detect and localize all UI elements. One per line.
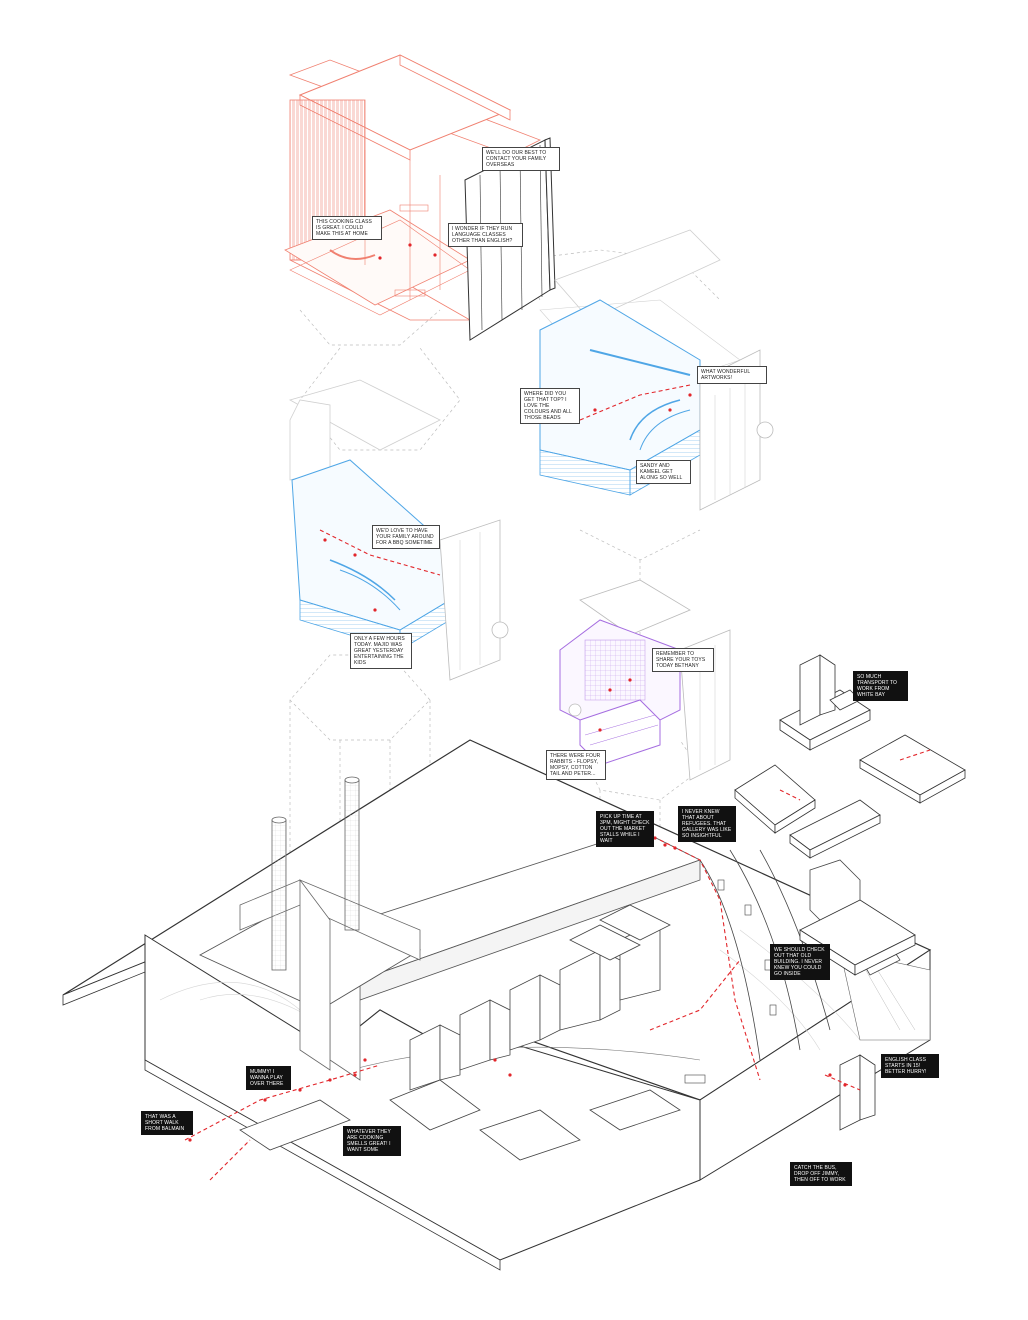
callout-refugees: I NEVER KNEW THAT ABOUT REFUGEES. THAT G…: [678, 806, 736, 842]
callout-bbq: WE'D LOVE TO HAVE YOUR FAMILY AROUND FOR…: [372, 525, 440, 549]
callout-beads-top: WHERE DID YOU GET THAT TOP? I LOVE THE C…: [520, 388, 580, 424]
vignette-plot-b: [734, 764, 816, 834]
callout-cooking-class: THIS COOKING CLASS IS GREAT. I COULD MAK…: [312, 216, 382, 240]
purple-childcare-building: [559, 579, 731, 781]
callout-share-toys: REMEMBER TO SHARE YOUR TOYS TODAY BETHAN…: [652, 648, 714, 672]
callout-english-class: ENGLISH CLASS STARTS IN 15! BETTER HURRY…: [881, 1054, 939, 1078]
callout-short-walk: THAT WAS A SHORT WALK FROM BALMAIN: [141, 1111, 193, 1135]
callout-mummy: MUMMY! I WANNA PLAY OVER THERE: [246, 1066, 291, 1090]
callout-sandy-kameel: SANDY AND KAMEEL GET ALONG SO WELL: [636, 460, 691, 484]
blue-housing-building: [288, 379, 509, 681]
vignette-plot-c: [789, 799, 881, 859]
main-site-model: [62, 739, 932, 1271]
circulation-paths: [184, 384, 931, 1181]
vignette-tower: [779, 654, 871, 751]
people-figures: [188, 243, 847, 1142]
callout-language-classes: I WONDER IF THEY RUN LANGUAGE CLASSES OT…: [448, 223, 523, 247]
callout-rabbits: THERE WERE FOUR RABBITS - FLOPSY, MOPSY,…: [546, 750, 606, 780]
callout-artworks: WHAT WONDERFUL ARTWORKS!: [697, 366, 767, 384]
callout-market: PICK UP TIME AT 3PM, MIGHT CHECK OUT THE…: [596, 811, 654, 847]
callout-family-overseas: WE'LL DO OUR BEST TO CONTACT YOUR FAMILY…: [482, 147, 560, 171]
callout-transport: SO MUCH TRANSPORT TO WORK FROM WHITE BAY: [853, 671, 908, 701]
callout-few-hours: ONLY A FEW HOURS TODAY. MAJID WAS GREAT …: [350, 633, 412, 669]
callout-bus: CATCH THE BUS, DROP OFF JIMMY, THEN OFF …: [790, 1162, 852, 1186]
vignette-school: [799, 899, 916, 1131]
callout-old-building: WE SHOULD CHECK OUT THAT OLD BUILDING. I…: [770, 944, 830, 980]
callout-cooking-smells: WHATEVER THEY ARE COOKING SMELLS GREAT! …: [343, 1126, 401, 1156]
vignette-plot-a: [859, 734, 966, 804]
